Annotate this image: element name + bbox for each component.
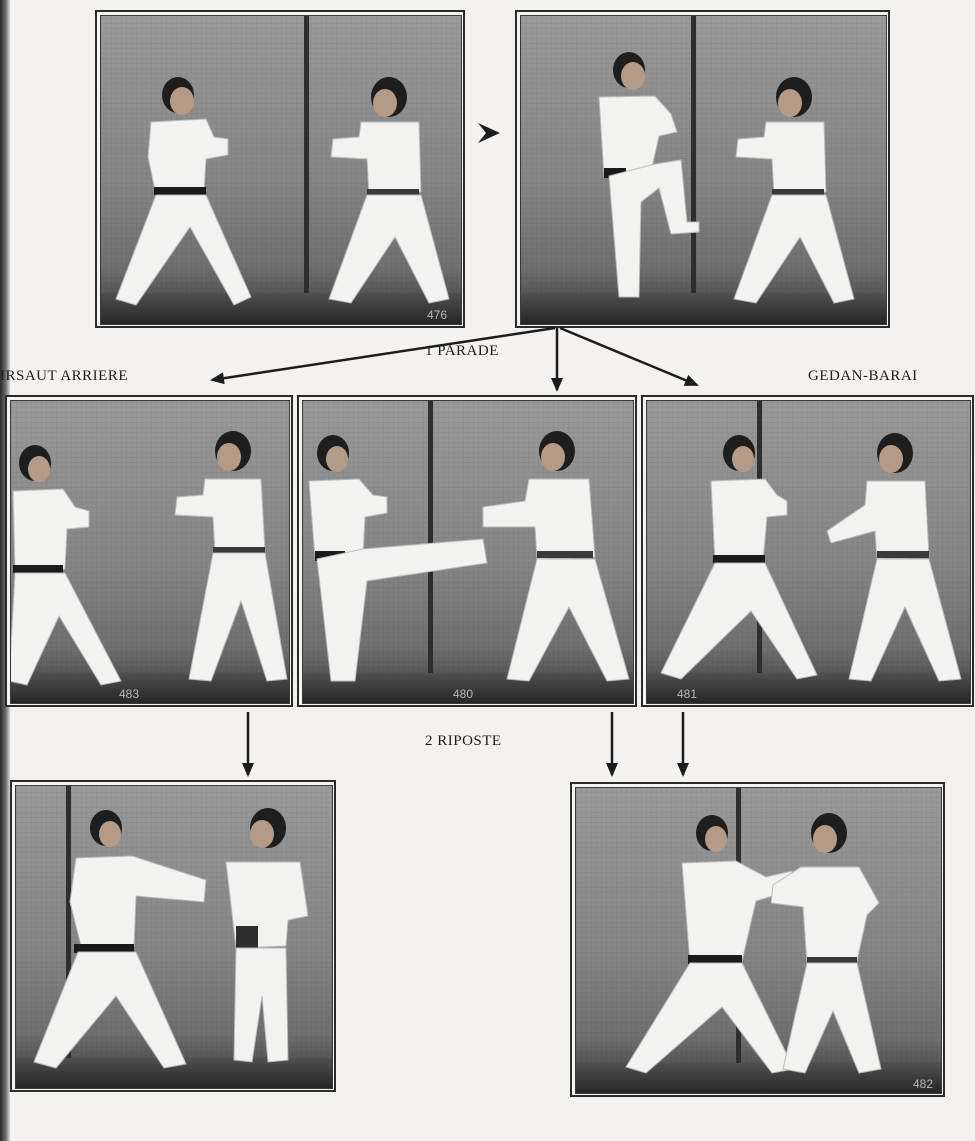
- caption-sursaut-arriere: IRSAUT ARRIERE: [0, 368, 128, 385]
- arrowhead-right: [478, 123, 500, 143]
- caption-parade: 1 PARADE: [425, 343, 499, 360]
- arrow-to-sursaut: [212, 328, 555, 380]
- arrow-to-gedan: [560, 328, 697, 385]
- caption-riposte: 2 RIPOSTE: [425, 733, 502, 750]
- caption-gedan-barai: GEDAN-BARAI: [808, 368, 918, 385]
